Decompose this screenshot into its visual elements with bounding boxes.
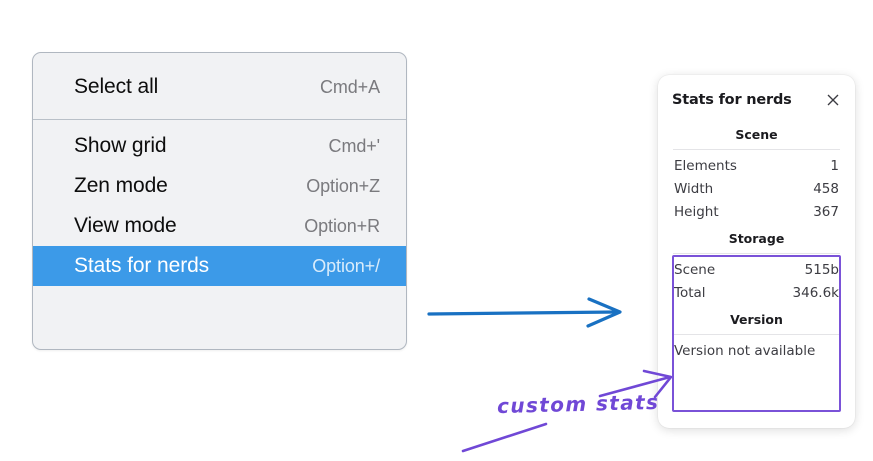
stat-value: 367 — [813, 203, 839, 220]
menu-item-label: Zen mode — [74, 174, 168, 197]
stat-row-storage-total: Total 346.6k — [672, 281, 841, 304]
stat-label: Total — [674, 284, 706, 301]
stat-label: Height — [674, 203, 719, 220]
panel-title: Stats for nerds — [672, 92, 792, 108]
menu-group-1: Select all Cmd+A — [33, 53, 406, 119]
context-menu[interactable]: Select all Cmd+A Show grid Cmd+' Zen mod… — [32, 52, 407, 350]
menu-group-2: Show grid Cmd+' Zen mode Option+Z View m… — [33, 120, 406, 292]
section-divider — [673, 334, 840, 335]
stat-row-storage-scene: Scene 515b — [672, 258, 841, 281]
version-status-text: Version not available — [674, 343, 816, 359]
blue-arrow — [427, 297, 622, 328]
menu-item-shortcut: Cmd+' — [328, 135, 381, 156]
section-divider — [673, 253, 840, 254]
section-title-version: Version — [730, 312, 783, 327]
handwritten-note: custom stats — [496, 389, 660, 419]
menu-item-select-all[interactable]: Select all Cmd+A — [33, 67, 406, 107]
stat-value: 515b — [804, 261, 839, 278]
purple-underline-stroke — [461, 422, 548, 453]
panel-header: Stats for nerds — [672, 75, 841, 119]
close-icon[interactable] — [825, 92, 841, 108]
menu-item-shortcut: Option+/ — [312, 255, 380, 276]
menu-item-show-grid[interactable]: Show grid Cmd+' — [33, 126, 406, 166]
stat-value: 1 — [830, 157, 839, 174]
section-title-scene: Scene — [735, 127, 778, 142]
section-divider — [673, 149, 840, 150]
stat-value: 346.6k — [792, 284, 839, 301]
menu-item-stats-for-nerds[interactable]: Stats for nerds Option+/ — [33, 246, 406, 286]
menu-item-shortcut: Cmd+A — [319, 76, 380, 97]
menu-item-zen-mode[interactable]: Zen mode Option+Z — [33, 166, 406, 206]
menu-separator — [33, 119, 406, 120]
stat-value: 458 — [813, 180, 839, 197]
menu-item-shortcut: Option+R — [304, 215, 380, 236]
section-title-storage: Storage — [728, 231, 785, 246]
stat-row-elements: Elements 1 — [672, 154, 841, 177]
menu-item-view-mode[interactable]: View mode Option+R — [33, 206, 406, 246]
menu-item-label: Select all — [74, 75, 159, 98]
menu-item-label: View mode — [74, 214, 177, 237]
stat-label: Scene — [674, 261, 716, 278]
menu-item-label: Show grid — [74, 134, 167, 157]
stat-label: Width — [674, 180, 714, 197]
stat-row-height: Height 367 — [672, 200, 841, 223]
stat-label: Elements — [674, 157, 737, 174]
stats-for-nerds-panel: Stats for nerds Scene Elements 1 Width 4… — [658, 75, 855, 428]
menu-item-label: Stats for nerds — [74, 254, 210, 277]
stat-row-width: Width 458 — [672, 177, 841, 200]
menu-item-shortcut: Option+Z — [306, 175, 380, 196]
